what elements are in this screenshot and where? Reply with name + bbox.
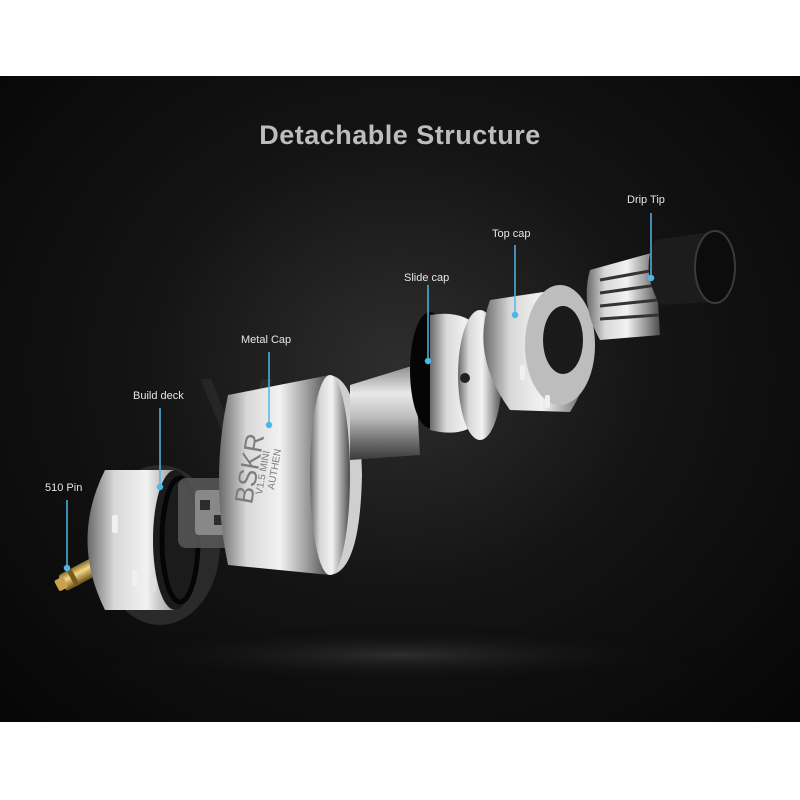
top-cap: [483, 285, 595, 412]
product-stage: Detachable Structure: [0, 76, 800, 722]
metal-cap: BSKR V1.5 MINI AUTHEN: [219, 375, 362, 575]
chimney: [350, 365, 420, 460]
leader-lines: [63, 213, 655, 572]
drip-tip: [586, 230, 736, 340]
label-build-deck: Build deck: [133, 390, 184, 402]
label-slide-cap: Slide cap: [404, 272, 450, 284]
label-510-pin: 510 Pin: [45, 482, 83, 494]
page-title: Detachable Structure: [259, 120, 541, 150]
label-top-cap: Top cap: [492, 228, 531, 240]
label-metal-cap: Metal Cap: [241, 334, 292, 346]
slide-cap: [410, 310, 502, 440]
floor-reflection: [70, 625, 730, 685]
label-drip-tip: Drip Tip: [627, 194, 665, 206]
exploded-view-illustration: V BSKR V1.5 MIN: [54, 213, 736, 685]
pin-510: [54, 558, 99, 591]
